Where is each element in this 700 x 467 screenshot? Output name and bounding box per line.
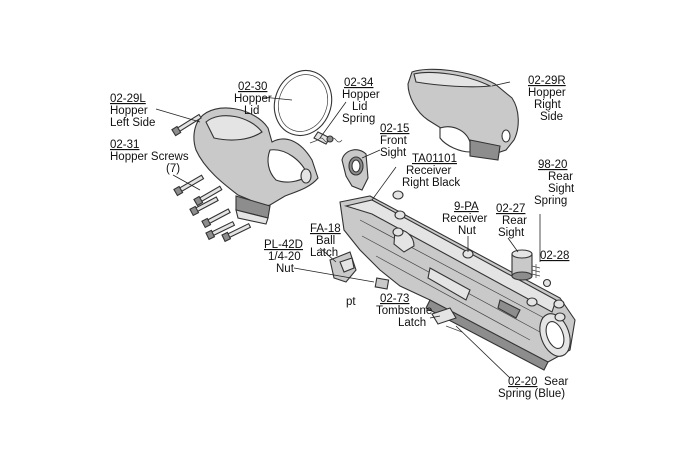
svg-text:Left Side: Left Side (110, 117, 155, 129)
svg-text:Right Black: Right Black (402, 177, 460, 189)
svg-text:Sight: Sight (498, 227, 525, 239)
tombstone-latch-part (431, 307, 463, 333)
quarter-twenty-nut-part (374, 277, 390, 290)
svg-text:02-31: 02-31 (110, 139, 139, 151)
svg-text:Front: Front (380, 135, 408, 147)
svg-text:02-15: 02-15 (380, 123, 409, 135)
hopper-screws-part (171, 113, 252, 243)
label-rear-sight: 02-27 Rear Sight (496, 203, 527, 239)
svg-text:Nut: Nut (458, 225, 477, 237)
svg-text:Ball: Ball (316, 235, 335, 247)
svg-text:02-28: 02-28 (540, 250, 569, 262)
svg-text:Hopper: Hopper (234, 93, 272, 105)
svg-text:(7): (7) (166, 163, 180, 175)
svg-text:Latch: Latch (398, 317, 426, 329)
svg-text:Rear: Rear (548, 171, 573, 183)
hopper-lid-spring-part (309, 135, 343, 144)
svg-text:Latch: Latch (310, 247, 338, 259)
svg-text:Rear: Rear (502, 215, 527, 227)
label-ball-latch: FA-18 Ball Latch (310, 223, 341, 259)
svg-text:02-20: 02-20 (508, 376, 537, 388)
leader-lines (155, 81, 541, 379)
ball-latch-part (329, 251, 357, 283)
svg-text:02-29R: 02-29R (528, 75, 566, 87)
label-front-sight: 02-15 Front Sight (380, 123, 409, 159)
svg-text:02-30: 02-30 (238, 81, 267, 93)
label-sear-spring: 02-20 Sear Spring (Blue) (498, 376, 568, 400)
svg-text:FA-18: FA-18 (310, 223, 341, 235)
svg-text:TA01101: TA01101 (412, 153, 457, 165)
svg-text:Nut: Nut (276, 263, 295, 275)
hopper-left-side-part (193, 107, 319, 225)
svg-text:PL-42D: PL-42D (264, 239, 303, 251)
label-partial-text: pt (346, 296, 356, 308)
svg-text:Hopper: Hopper (528, 87, 566, 99)
svg-text:Right: Right (534, 99, 562, 111)
svg-text:Spring: Spring (534, 195, 567, 207)
front-sight-part (341, 149, 369, 191)
label-hopper-left-side: 02-29L Hopper Left Side (110, 93, 155, 129)
rear-sight-spring-part (531, 264, 541, 278)
label-hopper-lid-spring: 02-34 Hopper Lid Spring (342, 77, 380, 125)
svg-text:Hopper: Hopper (342, 89, 380, 101)
label-receiver-nut: 9-PA Receiver Nut (442, 201, 488, 237)
svg-text:98-20: 98-20 (538, 159, 567, 171)
svg-text:Receiver: Receiver (406, 165, 452, 177)
label-receiver-right-black: TA01101 Receiver Right Black (402, 153, 460, 189)
svg-text:Hopper Screws: Hopper Screws (110, 151, 189, 163)
label-hopper-right-side: 02-29R Hopper Right Side (528, 75, 566, 123)
label-hopper-screws: 02-31 Hopper Screws (7) (110, 139, 189, 175)
hopper-lid-part (273, 69, 333, 145)
svg-text:Sight: Sight (548, 183, 575, 195)
svg-text:1/4-20: 1/4-20 (268, 251, 301, 263)
rear-sight-part (511, 249, 533, 281)
svg-text:Side: Side (540, 111, 563, 123)
label-hopper-lid: 02-30 Hopper Lid (234, 81, 272, 117)
label-code: 02-29L (110, 93, 146, 105)
svg-text:Lid: Lid (352, 101, 367, 113)
svg-text:02-27: 02-27 (496, 203, 525, 215)
svg-text:Lid: Lid (244, 105, 259, 117)
svg-text:02-34: 02-34 (344, 77, 374, 89)
svg-text:Sight: Sight (380, 147, 407, 159)
label-02-28: 02-28 (540, 250, 569, 262)
svg-text:Spring: Spring (342, 113, 375, 125)
svg-text:Spring (Blue): Spring (Blue) (498, 388, 565, 400)
svg-text:pt: pt (346, 296, 356, 308)
label-quarter-twenty-nut: PL-42D 1/4-20 Nut (264, 239, 303, 275)
svg-text:Hopper: Hopper (110, 105, 148, 117)
label-tombstone-latch: 02-73 Tombstone Latch (376, 293, 432, 329)
receiver-nuts-part (392, 190, 566, 322)
svg-text:Tombstone: Tombstone (376, 305, 432, 317)
svg-text:Receiver: Receiver (442, 213, 488, 225)
label-rear-sight-spring: 98-20 Rear Sight Spring (534, 159, 575, 207)
svg-text:Sear: Sear (544, 376, 568, 388)
hopper-right-side-part (407, 68, 519, 161)
svg-text:02-73: 02-73 (380, 293, 409, 305)
svg-text:9-PA: 9-PA (454, 201, 479, 213)
part-02-28 (542, 278, 552, 288)
